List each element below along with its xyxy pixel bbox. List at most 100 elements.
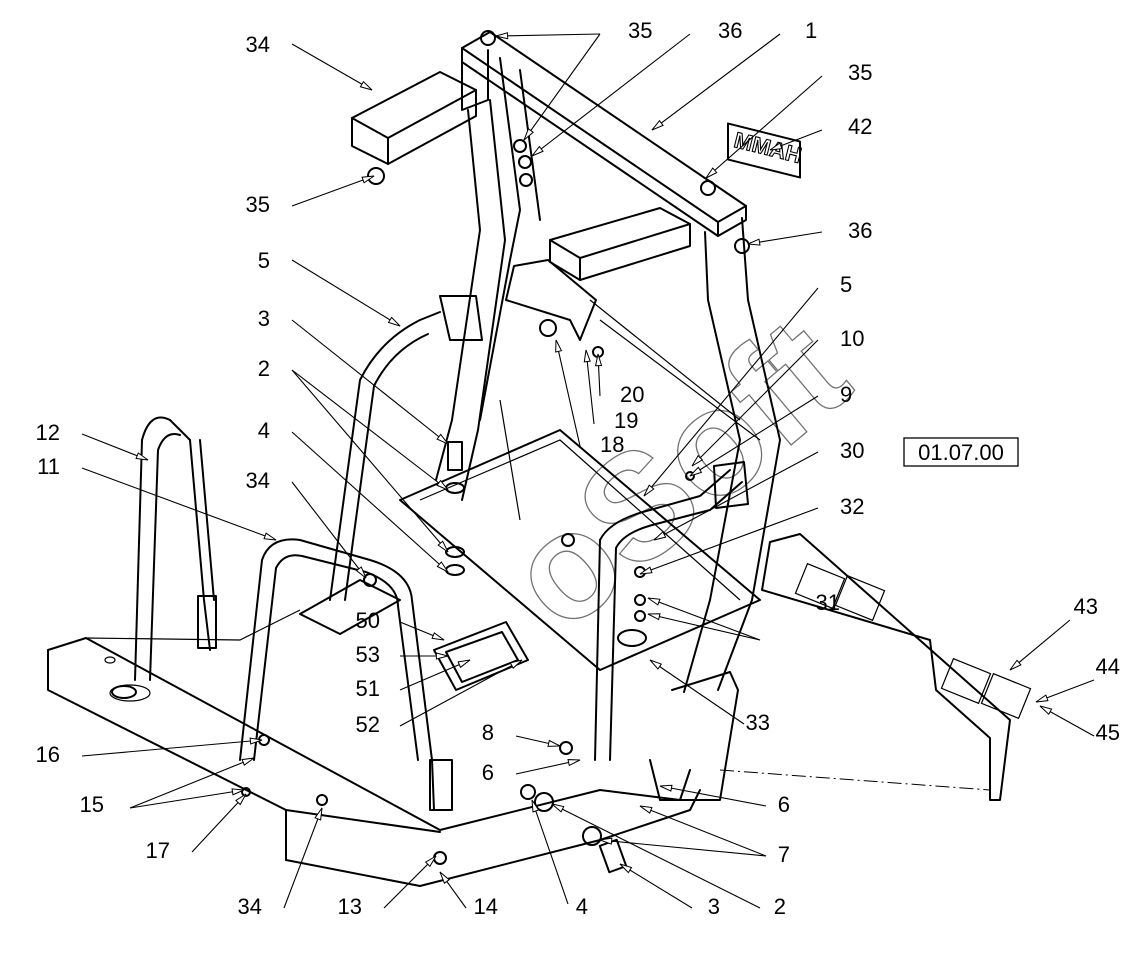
callout-leader	[129, 757, 255, 809]
callout-leader	[291, 369, 449, 553]
callout-arrowhead	[531, 145, 544, 157]
callout-number: 5	[840, 272, 852, 297]
callout-arrowhead	[435, 652, 449, 660]
callout-number: 4	[258, 418, 270, 443]
callout-number: 11	[37, 454, 60, 479]
callout-number: 34	[238, 894, 262, 919]
callout-arrowhead	[1039, 705, 1053, 716]
callout-number: 1	[805, 18, 817, 43]
callout-arrowhead	[249, 737, 263, 745]
callout-arrowhead	[599, 837, 613, 845]
callout-number: 34	[246, 468, 270, 493]
callout-leader	[523, 33, 601, 141]
callout-arrowhead	[436, 561, 449, 573]
callout-arrowhead	[355, 566, 367, 579]
callout-number: 18	[600, 432, 624, 457]
callout-leader	[555, 339, 581, 447]
callout-leader	[291, 369, 449, 491]
callout-number: 2	[258, 356, 270, 381]
callout-number: 15	[80, 792, 104, 817]
callout-leader	[659, 785, 767, 807]
callout-number: 8	[482, 720, 494, 745]
callout-leader	[653, 451, 819, 541]
callout-arrowhead	[594, 353, 603, 367]
callout-arrowhead	[437, 540, 449, 553]
rail-5-left	[329, 295, 483, 601]
callout-number: 2	[774, 894, 786, 919]
callout-arrowhead	[431, 632, 445, 641]
callout-leader	[647, 597, 761, 641]
callout-arrowhead	[705, 167, 718, 179]
callout-number: 36	[848, 218, 872, 243]
callout-number: 33	[746, 710, 770, 735]
callout-arrowhead	[659, 784, 673, 792]
callout-leader	[1009, 619, 1071, 671]
callout-leader	[283, 807, 323, 909]
callout-number: 32	[840, 494, 864, 519]
callout-number: 45	[1096, 720, 1120, 745]
callout-arrowhead	[747, 238, 761, 246]
callout-leader	[129, 789, 245, 809]
callout-number: 3	[258, 306, 270, 331]
callout-number: 35	[848, 60, 872, 85]
callout-leader	[291, 259, 401, 327]
section-code: 01.07.00	[918, 440, 1004, 465]
callout-arrowhead	[361, 175, 375, 184]
callout-arrowhead	[639, 566, 653, 575]
callout-number: 52	[356, 712, 380, 737]
cab-frame	[351, 31, 781, 801]
callout-arrowhead	[523, 128, 535, 141]
callout-arrowhead	[1009, 659, 1022, 671]
callout-arrowhead	[651, 119, 664, 131]
callout-arrowhead	[619, 863, 633, 874]
callout-number: 12	[36, 420, 60, 445]
callout-number: 20	[620, 382, 644, 407]
callout-arrowhead	[231, 788, 245, 796]
callout-number: 50	[356, 608, 380, 633]
callout-arrowhead	[653, 531, 667, 541]
callout-leader	[705, 75, 823, 179]
callout-arrowhead	[689, 466, 703, 477]
callout-arrowhead	[314, 807, 323, 821]
callout-arrowhead	[387, 316, 401, 327]
callout-arrowhead	[555, 339, 563, 353]
callout-number: 7	[778, 842, 790, 867]
callout-arrowhead	[235, 793, 247, 806]
callout-number: 10	[840, 326, 864, 351]
callout-arrowhead	[1035, 694, 1049, 703]
callout-leader	[639, 805, 767, 857]
callout-leader	[291, 319, 449, 445]
callout-number: 44	[1096, 654, 1120, 679]
callout-leader	[399, 659, 523, 727]
callout-arrowhead	[263, 532, 277, 541]
callout-arrowhead	[639, 805, 653, 814]
callout-arrowhead	[135, 452, 149, 461]
callout-arrowhead	[647, 597, 661, 606]
callout-leader	[585, 349, 595, 425]
callout-arrowhead	[439, 871, 451, 884]
callout-number: 53	[356, 642, 380, 667]
hardware	[111, 30, 750, 874]
callout-number: 36	[718, 18, 742, 43]
callout-number: 30	[840, 438, 864, 463]
callout-leader	[551, 803, 761, 909]
callout-arrowhead	[436, 479, 449, 491]
callout-leader	[619, 863, 693, 909]
callout-number: 51	[356, 676, 380, 701]
callout-leader	[81, 739, 263, 757]
callout-number: 19	[614, 408, 638, 433]
callout-arrowhead	[567, 759, 581, 767]
callout-number: 16	[36, 742, 60, 767]
callout-arrowhead	[647, 613, 661, 621]
callout-number: 6	[482, 760, 494, 785]
callout-arrowhead	[509, 659, 523, 669]
callout-arrowhead	[495, 32, 509, 40]
callout-number: 34	[246, 32, 270, 57]
callout-number: 35	[246, 192, 270, 217]
callout-arrowhead	[359, 80, 373, 91]
callout-arrowhead	[551, 803, 565, 813]
callout-leader	[291, 481, 367, 579]
